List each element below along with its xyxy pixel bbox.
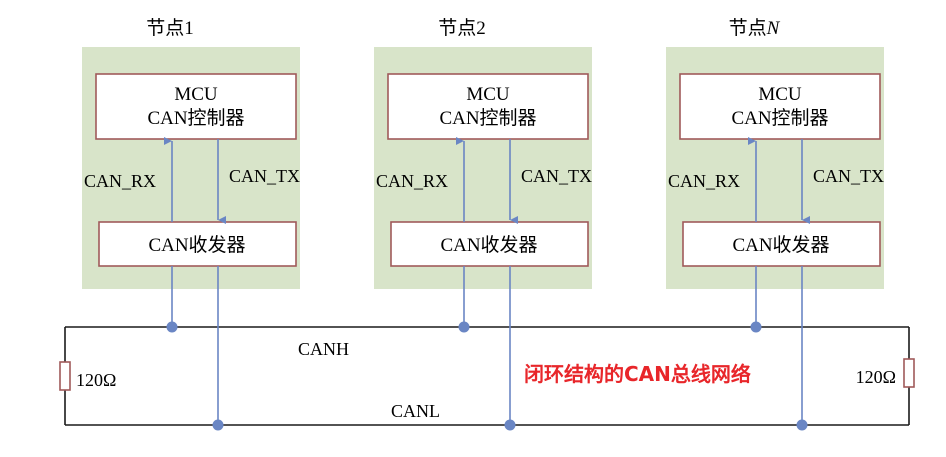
tx-label: CAN_TX [813,166,884,186]
node-1: 节点1 MCU CAN控制器 CAN收发器 CAN_RX CAN_TX [82,17,300,431]
left-resistor-label: 120Ω [76,370,116,390]
controller-line2: CAN控制器 [439,107,536,129]
canh-junction [750,321,762,333]
rx-label: CAN_RX [668,171,740,191]
canl-junction [504,419,516,431]
controller-line2: CAN控制器 [147,107,244,129]
tx-label: CAN_TX [521,166,592,186]
controller-line2: CAN控制器 [731,107,828,129]
canh-junction [166,321,178,333]
canl-junction [796,419,808,431]
canh-label: CANH [298,339,349,359]
node-title: 节点N [729,17,781,39]
mcu-can-controller-box [679,73,881,140]
rx-label: CAN_RX [84,171,156,191]
node-title: 节点2 [438,17,486,39]
controller-line1: MCU [758,84,802,105]
mcu-can-controller-box [387,73,589,140]
diagram-caption: 闭环结构的CAN总线网络 [524,362,751,386]
transceiver-label: CAN收发器 [732,234,829,256]
can-transceiver-box [682,221,881,267]
transceiver-label: CAN收发器 [148,234,245,256]
controller-line1: MCU [174,84,218,105]
bus: 120Ω 120Ω CANH CANL 闭环结构的CAN总线网络 [59,326,915,426]
transceiver-label: CAN收发器 [440,234,537,256]
right-terminator-resistor [903,358,915,388]
can-transceiver-box [98,221,297,267]
mcu-can-controller-box [95,73,297,140]
canh-junction [458,321,470,333]
can-transceiver-box [390,221,589,267]
rx-label: CAN_RX [376,171,448,191]
node-title: 节点1 [146,17,194,39]
canl-junction [212,419,224,431]
canl-label: CANL [391,401,440,421]
tx-label: CAN_TX [229,166,300,186]
right-resistor-label: 120Ω [856,367,896,387]
node-2: 节点2 MCU CAN控制器 CAN收发器 CAN_RX CAN_TX [374,17,592,431]
left-terminator-resistor [59,361,71,391]
node-n: 节点N MCU CAN控制器 CAN收发器 CAN_RX CAN_TX [666,17,884,431]
controller-line1: MCU [466,84,510,105]
